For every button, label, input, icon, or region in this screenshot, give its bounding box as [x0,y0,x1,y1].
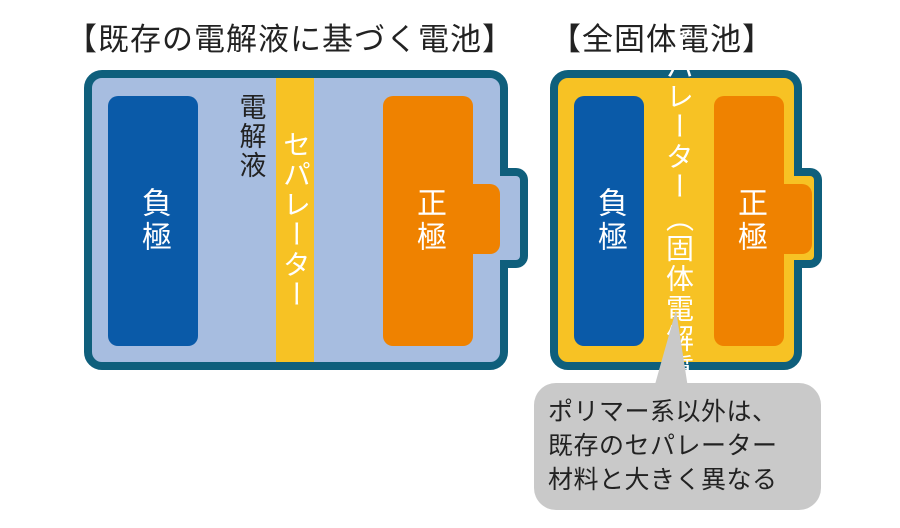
solid-negative-label: 負極 [592,187,627,255]
separator-callout: ポリマー系以外は、 既存のセパレーター 材料と大きく異なる [534,383,821,510]
solid-negative-electrode: 負極 [574,96,644,346]
callout-pointer [654,310,688,388]
solid-separator: セパレーター （固体電解質） [646,22,710,414]
liquid-separator-label: セパレーター [279,130,312,310]
right-diagram-title: 【全固体電池】 [550,22,774,58]
solid-positive-electrode: 正極 [714,96,784,346]
left-diagram-title: 【既存の電解液に基づく電池】 [66,22,514,58]
liquid-separator: セパレーター [276,78,314,362]
solid-positive-tab [780,184,812,254]
liquid-positive-electrode: 正極 [383,96,473,346]
callout-line-3: 材料と大きく異なる [548,465,778,494]
callout-line-2: 既存のセパレーター [548,431,778,460]
solid-positive-label: 正極 [732,187,767,255]
liquid-positive-label: 正極 [411,187,446,255]
solid-separator-label: セパレーター [662,22,695,202]
liquid-negative-label: 負極 [136,187,171,255]
callout-line-1: ポリマー系以外は、 [548,397,778,426]
liquid-negative-electrode: 負極 [108,96,198,346]
electrolyte-label: 電解液 [234,92,266,180]
liquid-positive-tab [468,184,500,254]
